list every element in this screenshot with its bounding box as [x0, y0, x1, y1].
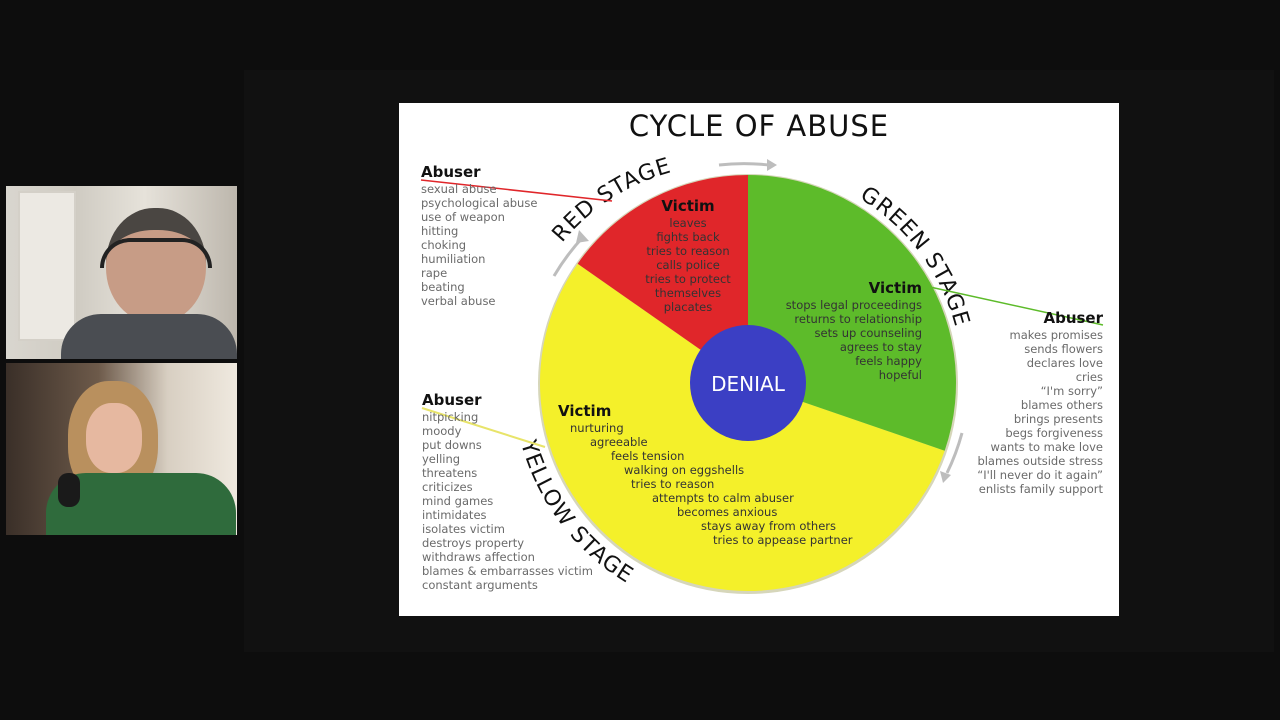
denial-circle [690, 325, 806, 441]
green-abuser-item: wants to make love [990, 440, 1103, 454]
green-victim-item: hopeful [878, 368, 922, 382]
red-abuser-item: hitting [421, 224, 459, 238]
green-abuser-item: enlists family support [978, 482, 1103, 496]
slide-title: CYCLE OF ABUSE [628, 109, 890, 143]
green-abuser-item: brings presents [1013, 412, 1103, 426]
red-connector-line [420, 179, 613, 202]
red-abuser-item: sexual abuse [421, 182, 497, 196]
yellow-abuser-item: threatens [422, 466, 478, 480]
yellow-abuser-item: moody [422, 424, 462, 438]
yellow-victim-item: feels tension [611, 449, 685, 463]
green-abuser-item: blames outside stress [977, 454, 1103, 468]
red-abuser-item: choking [421, 238, 467, 252]
yellow-victim-item: walking on eggshells [624, 463, 745, 477]
participant-shirt [61, 314, 237, 359]
yellow-abuser-item: withdraws affection [422, 550, 535, 564]
green-victim-item: feels happy [855, 354, 922, 368]
yellow-abuser-item: intimidates [422, 508, 487, 522]
red-victim-item: calls police [656, 258, 720, 272]
red-abuser-item: psychological abuse [421, 196, 538, 210]
denial-label: DENIAL [711, 372, 786, 396]
green-abuser-item: “I'm sorry” [1040, 384, 1103, 398]
yellow-victim-heading: Victim [558, 402, 612, 420]
green-abuser-item: cries [1075, 370, 1103, 384]
arrow-arc-icon [945, 432, 964, 474]
microphone [58, 473, 80, 507]
arrowheads [576, 159, 951, 483]
yellow-victim-item: becomes anxious [677, 505, 778, 519]
green-abuser-item: “I'll never do it again” [977, 468, 1103, 482]
green-abuser-heading: Abuser [1043, 309, 1103, 327]
yellow-victim-item: attempts to calm abuser [652, 491, 794, 505]
green-abuser-item: declares love [1026, 356, 1103, 370]
green-victim-item: returns to relationship [794, 312, 922, 326]
red-abuser-item: rape [421, 266, 448, 280]
yellow-abuser-item: criticizes [422, 480, 473, 494]
red-abuser-heading: Abuser [421, 163, 481, 181]
red-victim-item: fights back [656, 230, 720, 244]
yellow-connector-line [421, 407, 546, 448]
video-tile-participant-male[interactable] [6, 186, 237, 359]
yellow-abuser-item: constant arguments [422, 578, 538, 592]
green-connector-line [929, 286, 1104, 326]
red-abuser-item: humiliation [421, 252, 486, 266]
yellow-abuser-item: blames & embarrasses victim [422, 564, 593, 578]
yellow-victim-item: nurturing [570, 421, 624, 435]
video-tile-participant-female[interactable] [6, 363, 237, 535]
door [18, 191, 76, 341]
yellow-abuser-item: isolates victim [422, 522, 505, 536]
yellow-abuser-item: mind games [422, 494, 494, 508]
red-abuser-item: beating [421, 280, 465, 294]
green-abuser-item: makes promises [1009, 328, 1104, 342]
yellow-abuser-heading: Abuser [422, 391, 482, 409]
green-victim-item: sets up counseling [814, 326, 922, 340]
red-abuser-item: verbal abuse [421, 294, 496, 308]
green-abuser-item: sends flowers [1024, 342, 1103, 356]
arrowhead-icon [767, 159, 777, 171]
yellow-victim-item: stays away from others [701, 519, 837, 533]
headphones [100, 238, 212, 268]
slide-cycle-of-abuse: DENIAL RED STAGE GREEN STAGE YELLOW STAG… [399, 103, 1119, 616]
red-victim-item: tries to reason [646, 244, 730, 258]
red-stage-slice [577, 175, 748, 383]
yellow-victim-item: tries to appease partner [713, 533, 853, 547]
yellow-abuser-item: put downs [422, 438, 482, 452]
red-victim-heading: Victim [661, 197, 715, 215]
yellow-victim-item: tries to reason [631, 477, 715, 491]
green-abuser-item: blames others [1020, 398, 1103, 412]
red-victim-item: tries to protect [645, 272, 731, 286]
arrowhead-icon [940, 471, 951, 483]
yellow-abuser-item: destroys property [422, 536, 525, 550]
arrow-arc-icon [718, 162, 770, 167]
green-victim-heading: Victim [868, 279, 922, 297]
green-victim-item: agrees to stay [839, 340, 922, 354]
cycle-diagram: DENIAL RED STAGE GREEN STAGE YELLOW STAG… [420, 153, 1104, 594]
participant-face [86, 403, 142, 473]
red-victim-item: themselves [654, 286, 722, 300]
green-victim-item: stops legal proceedings [785, 298, 922, 312]
red-victim-item: placates [663, 300, 713, 314]
yellow-abuser-item: yelling [422, 452, 461, 466]
yellow-victim-item: agreeable [590, 435, 648, 449]
yellow-abuser-item: nitpicking [422, 410, 479, 424]
red-abuser-item: use of weapon [421, 210, 505, 224]
arrowhead-icon [576, 230, 589, 243]
green-abuser-item: begs forgiveness [1005, 426, 1103, 440]
red-victim-item: leaves [669, 216, 707, 230]
